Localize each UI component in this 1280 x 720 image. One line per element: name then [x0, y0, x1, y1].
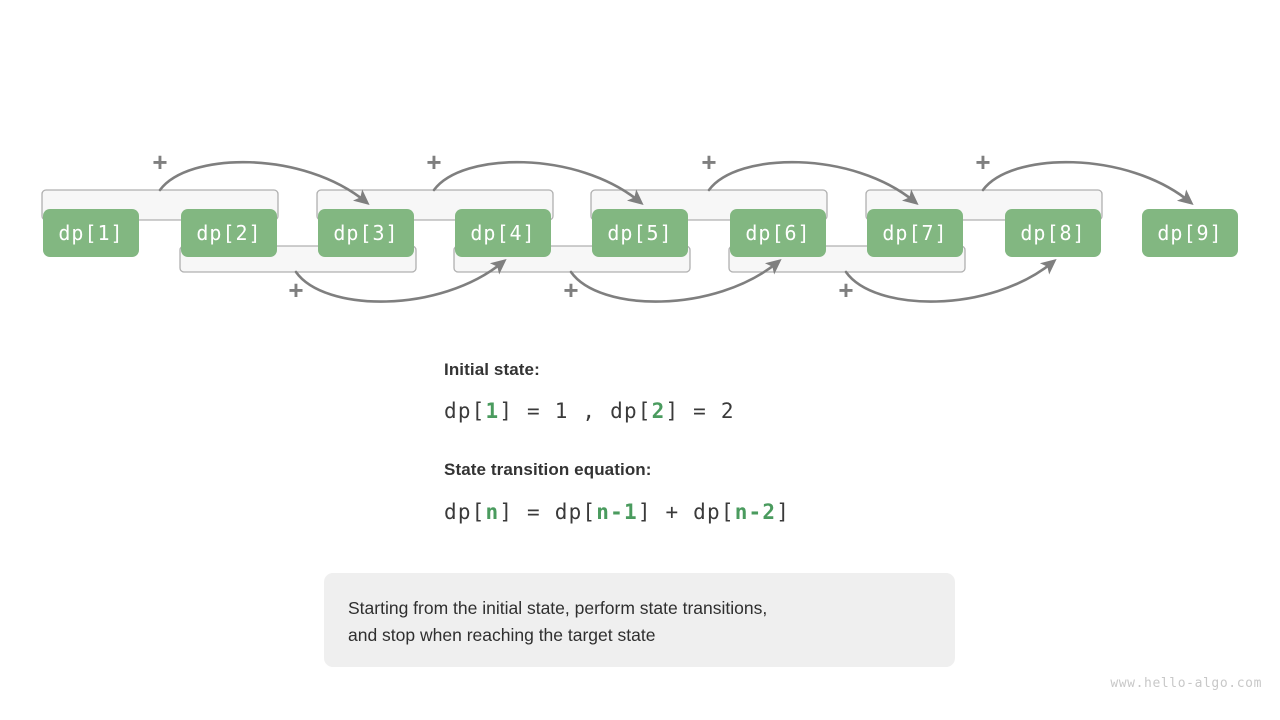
dp-cell-group: dp[1] dp[2] dp[3] dp[4] dp[5] dp[6] dp[7] dp[8]… [43, 209, 1238, 257]
dp-cell-rect-1 [43, 209, 139, 257]
dp-cell-label-4: dp[4] [470, 221, 535, 245]
dp-cell-label-5: dp[5] [607, 221, 672, 245]
top-plus-symbol-1: + [152, 147, 167, 177]
dp-cell-label-6: dp[6] [745, 221, 810, 245]
dp-cell-4: dp[4] [455, 209, 551, 257]
dp-cell-3: dp[3] [318, 209, 414, 257]
top-plus-symbol-3: + [701, 147, 716, 177]
bottom-transition-arrow-2 [569, 259, 782, 303]
state-transition-heading: State transition equation: [444, 460, 652, 479]
top-transition-arrow-4 [981, 160, 1194, 205]
top-transition-arrow-2 [432, 160, 644, 205]
bottom-plus-symbol-1: + [288, 275, 303, 305]
dp-cell-9: dp[9] [1142, 209, 1238, 257]
dp-cell-rect-9 [1142, 209, 1238, 257]
initial-state-formula-part-3: 2 [651, 399, 666, 423]
top-plus-symbol-4: + [975, 147, 990, 177]
dp-cell-label-3: dp[3] [333, 221, 398, 245]
state-transition-formula-part-5: n-2 [734, 500, 777, 524]
dp-cell-5: dp[5] [592, 209, 688, 257]
dp-cell-label-1: dp[1] [58, 221, 123, 245]
state-transition-formula: dp[n] = dp[n-1] + dp[n-2] [444, 500, 790, 524]
dp-cell-label-9: dp[9] [1157, 221, 1222, 245]
watermark: www.hello-algo.com [1110, 676, 1262, 691]
caption-text: Starting from the initial state, perform… [348, 598, 768, 645]
initial-state-formula-part-4: ] = 2 [665, 399, 735, 423]
dp-cell-rect-6 [730, 209, 826, 257]
dp-cell-8: dp[8] [1005, 209, 1101, 257]
bottom-transition-arrow-1 [294, 259, 507, 303]
dp-cell-rect-8 [1005, 209, 1101, 257]
bottom-transition-arrow-3 [844, 259, 1057, 303]
initial-state-formula-part-0: dp[ [444, 399, 486, 423]
caption-box: Starting from the initial state, perform… [324, 573, 955, 667]
plus-symbol-group: + + + + + + + [152, 147, 990, 305]
initial-state-formula: dp[1] = 1 , dp[2] = 2 [444, 399, 735, 423]
transition-arrow-group [158, 160, 1194, 303]
initial-state-formula-part-1: 1 [485, 399, 500, 423]
dp-cell-label-2: dp[2] [196, 221, 261, 245]
top-transition-arrow-3 [707, 160, 919, 205]
state-transition-formula-part-4: ] + dp[ [637, 500, 735, 524]
state-transition-formula-part-0: dp[ [444, 500, 486, 524]
initial-state-heading: Initial state: [444, 360, 540, 379]
dp-cell-rect-7 [867, 209, 963, 257]
initial-state-formula-part-2: ] = 1 , dp[ [499, 399, 652, 423]
state-transition-formula-part-3: n-1 [596, 500, 638, 524]
dp-cell-rect-3 [318, 209, 414, 257]
dp-cell-label-8: dp[8] [1020, 221, 1085, 245]
bottom-bracket-group [179, 245, 966, 273]
dp-cell-1: dp[1] [43, 209, 139, 257]
dp-cell-label-7: dp[7] [882, 221, 947, 245]
dp-cell-rect-2 [181, 209, 277, 257]
top-transition-arrow-1 [158, 160, 370, 205]
top-plus-symbol-2: + [426, 147, 441, 177]
state-transition-formula-part-6: ] [776, 500, 791, 524]
bottom-plus-symbol-2: + [563, 275, 578, 305]
dp-cell-6: dp[6] [730, 209, 826, 257]
dp-cell-2: dp[2] [181, 209, 277, 257]
bottom-plus-symbol-3: + [838, 275, 853, 305]
dp-cell-7: dp[7] [867, 209, 963, 257]
state-transition-formula-part-2: ] = dp[ [499, 500, 597, 524]
state-transition-formula-part-1: n [485, 500, 500, 524]
dp-cell-rect-4 [455, 209, 551, 257]
dp-cell-rect-5 [592, 209, 688, 257]
